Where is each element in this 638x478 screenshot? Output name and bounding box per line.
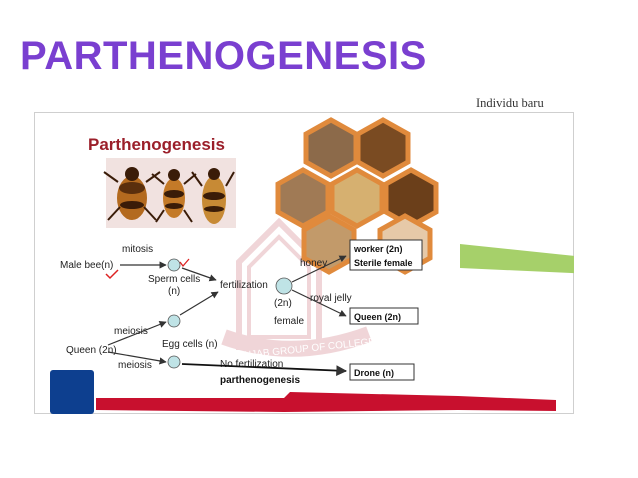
hex-cell-image	[275, 167, 331, 229]
label-no-fertilization: No fertilization	[220, 359, 283, 370]
blue-square	[50, 370, 94, 414]
arrow-to-queen	[291, 289, 347, 317]
label-parthenogenesis: parthenogenesis	[220, 375, 300, 386]
sperm-cell	[167, 258, 181, 272]
label-sperm-cells: Sperm cells	[148, 274, 200, 285]
label-royal-jelly: royal jelly	[310, 293, 352, 304]
label-queen: Queen (2n)	[66, 345, 117, 356]
arrow-to-worker	[291, 255, 347, 283]
queen-box	[349, 307, 419, 325]
egg-cell	[167, 314, 181, 328]
label-fertilization: fertilization	[220, 280, 268, 291]
parthenogenesis-diagram: PUNJAB GROUP OF COLLEGES Parthenogenesis	[34, 112, 574, 414]
label-meiosis-bottom: meiosis	[118, 360, 152, 371]
side-line: Individu baru	[476, 96, 544, 110]
label-drone: Drone (n)	[354, 368, 394, 378]
drone-box	[349, 363, 415, 381]
label-mitosis: mitosis	[122, 244, 153, 255]
label-egg-cells: Egg cells (n)	[162, 339, 218, 350]
bee-photo	[103, 158, 236, 228]
label-meiosis-top: meiosis	[114, 326, 148, 337]
hex-cell-image	[329, 167, 385, 229]
diagram-heading: Parthenogenesis	[88, 135, 225, 154]
label-sterile-female: Sterile female	[354, 258, 413, 268]
slide-title: PARTHENOGENESIS	[20, 34, 427, 78]
grass-strip	[460, 244, 574, 274]
label-female: female	[274, 316, 304, 327]
label-worker: worker (2n)	[353, 244, 403, 254]
label-female-2n: (2n)	[274, 298, 292, 309]
arrow-sperm-to-fertilization	[181, 267, 217, 282]
arrow-to-drone	[181, 363, 348, 376]
unfertilized-egg	[167, 355, 181, 369]
label-honey: honey	[300, 258, 327, 269]
label-sperm-n: (n)	[168, 286, 180, 297]
worker-box	[349, 239, 423, 271]
hex-cell-image	[383, 167, 439, 229]
bee-worker-image	[151, 169, 197, 223]
bee-drone-image	[103, 167, 161, 221]
bee-queen-image	[191, 168, 235, 224]
check-mark	[179, 258, 190, 268]
fertilized-egg	[275, 277, 293, 295]
label-male-bee: Male bee(n)	[60, 260, 113, 271]
hex-cell-image	[303, 117, 359, 179]
arrow-queen-to-egg	[107, 321, 167, 346]
hex-cell-image	[355, 117, 411, 179]
check-mark	[105, 269, 119, 280]
label-queen-box: Queen (2n)	[354, 312, 401, 322]
arrow-egg-to-fertilization	[179, 291, 219, 316]
arrow-queen-to-unfertilized	[107, 351, 167, 365]
red-underline	[96, 392, 556, 412]
honeycomb-images	[275, 117, 439, 275]
